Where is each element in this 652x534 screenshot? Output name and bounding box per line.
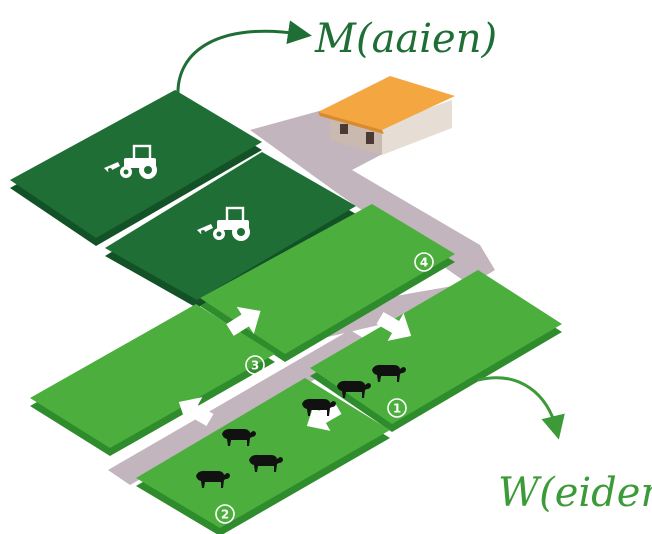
- paddock-3: [30, 304, 275, 456]
- grazing-label: W(eiden): [498, 470, 652, 516]
- paddock-number-2: 2: [215, 504, 235, 524]
- paddock-4: [200, 204, 455, 362]
- svg-text:4: 4: [420, 256, 428, 270]
- grazing-arrow-icon: [477, 376, 565, 440]
- svg-text:2: 2: [221, 508, 229, 522]
- svg-text:1: 1: [393, 402, 401, 416]
- barn-icon: [318, 76, 455, 155]
- svg-text:3: 3: [251, 359, 259, 373]
- paddock-number-1: 1: [387, 398, 407, 418]
- paddock-1: [310, 270, 562, 432]
- paddock-number-4: 4: [414, 252, 434, 272]
- mowing-arrow-icon: [176, 20, 312, 97]
- paddock-number-3: 3: [245, 355, 265, 375]
- mowing-label: M(aaien): [314, 16, 497, 62]
